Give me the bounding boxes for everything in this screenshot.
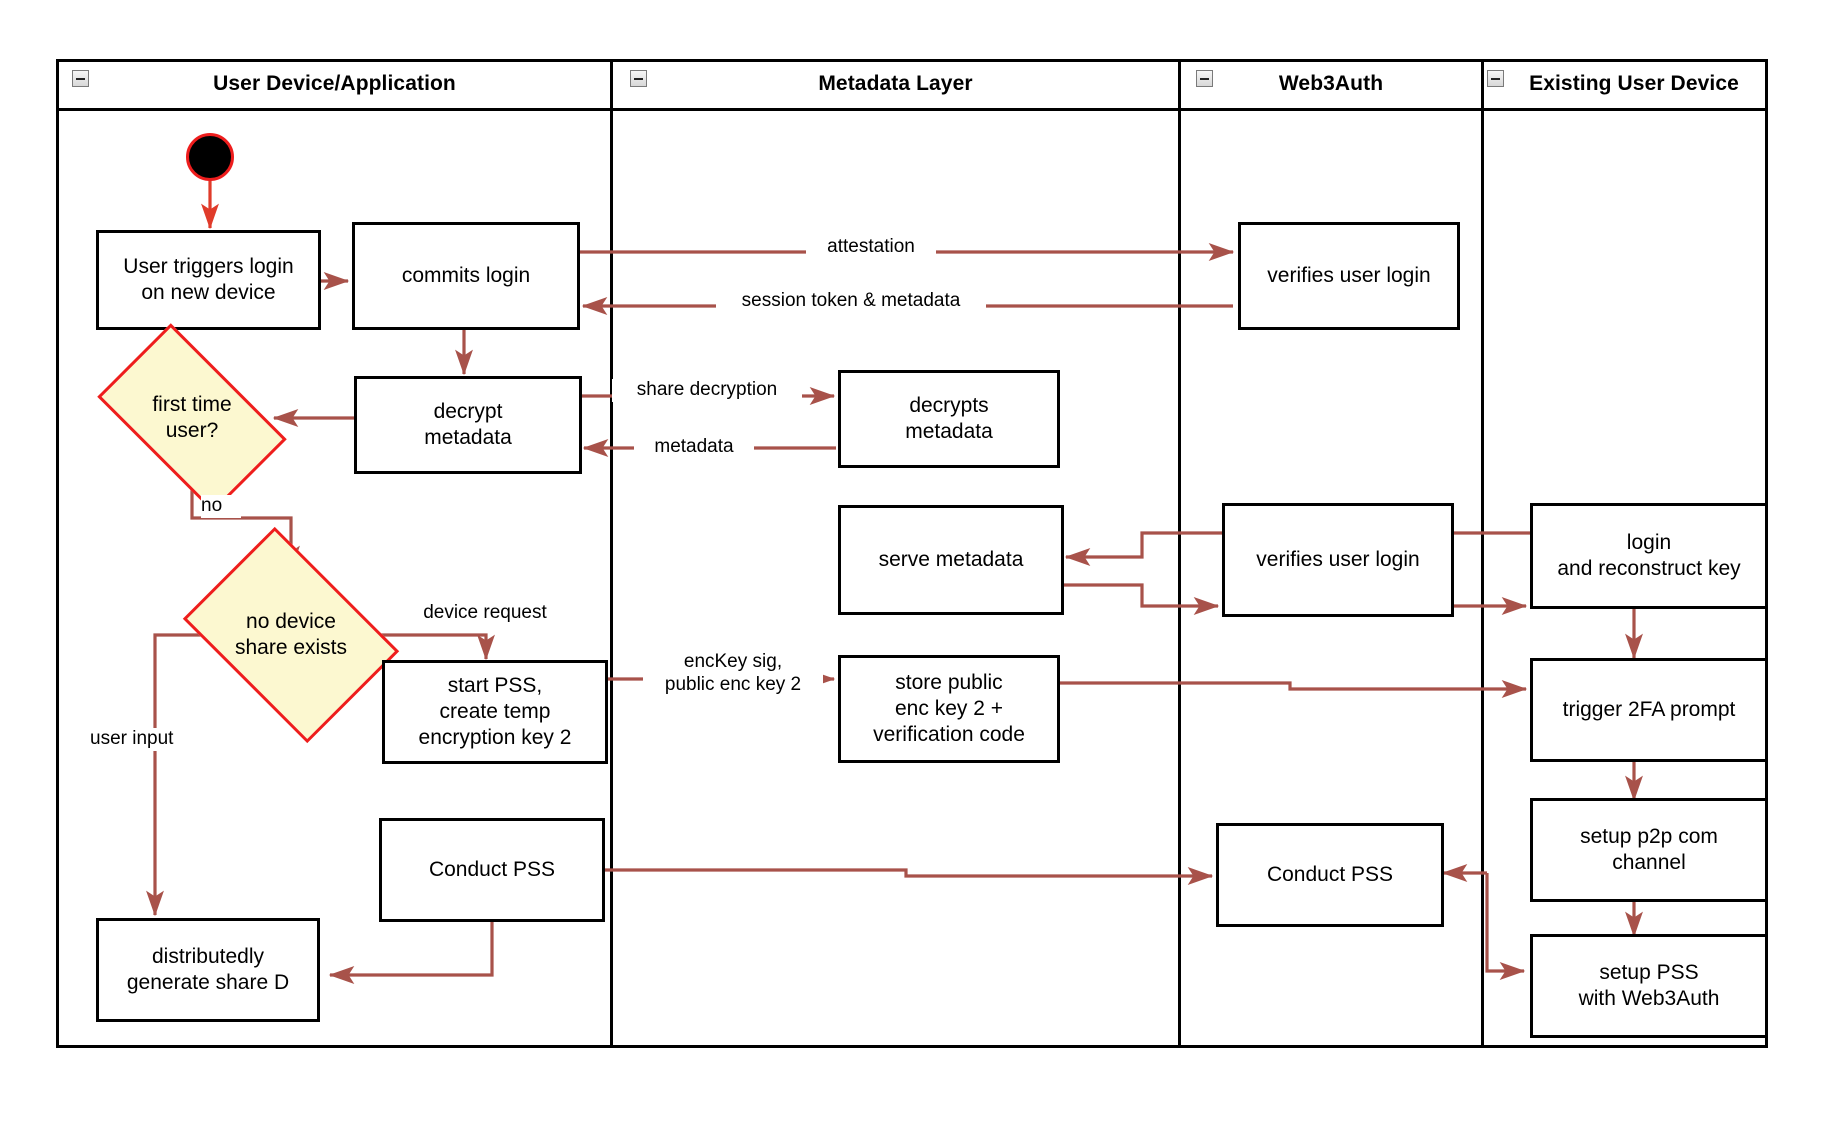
decision-first-time-user[interactable]: first time user?	[97, 323, 287, 513]
node-store-public-enc-key[interactable]: store public enc key 2 + verification co…	[838, 655, 1060, 763]
edge-label-metadata: metadata	[634, 436, 754, 459]
node-setup-pss-with-web3auth[interactable]: setup PSS with Web3Auth	[1530, 934, 1768, 1038]
node-decrypt-metadata[interactable]: decrypt metadata	[354, 376, 582, 474]
lane-divider-1	[610, 59, 613, 1048]
node-distributedly-generate-share-d[interactable]: distributedly generate share D	[96, 918, 320, 1022]
node-start-pss-create-temp-key[interactable]: start PSS, create temp encryption key 2	[382, 660, 608, 764]
node-conduct-pss-web3auth[interactable]: Conduct PSS	[1216, 823, 1444, 927]
lane-title-metadata-layer: Metadata Layer	[818, 72, 973, 95]
collapse-minus-icon-user-device[interactable]	[72, 70, 89, 87]
edge-label-enckey-sig: encKey sig, public enc key 2	[643, 651, 823, 697]
decision-no-device-share-exists[interactable]: no device share exists	[182, 526, 400, 744]
collapse-minus-icon-metadata-layer[interactable]	[630, 70, 647, 87]
swimlane-header-rule	[56, 108, 1768, 111]
node-verifies-user-login-2[interactable]: verifies user login	[1222, 503, 1454, 617]
edge-label-user-input: user input	[90, 728, 210, 751]
edge-label-share-decryption: share decryption	[612, 379, 802, 402]
node-trigger-2fa-prompt[interactable]: trigger 2FA prompt	[1530, 658, 1768, 762]
node-verifies-user-login-1[interactable]: verifies user login	[1238, 222, 1460, 330]
node-serve-metadata[interactable]: serve metadata	[838, 505, 1064, 615]
lane-divider-3	[1481, 59, 1484, 1048]
start-node	[186, 133, 234, 181]
decision-no-device-share-exists-label: no device share exists	[234, 609, 348, 659]
node-setup-p2p-com-channel[interactable]: setup p2p com channel	[1530, 798, 1768, 902]
edge-label-no: no	[201, 495, 241, 518]
decision-first-time-user-label: first time user?	[152, 392, 232, 442]
lane-title-web3auth: Web3Auth	[1278, 72, 1384, 95]
lane-title-existing-user-device: Existing User Device	[1529, 72, 1739, 95]
edge-label-device-request: device request	[395, 602, 575, 625]
edge-label-attestation: attestation	[806, 236, 936, 259]
lane-title-user-device: User Device/Application	[213, 72, 456, 95]
collapse-minus-icon-web3auth[interactable]	[1196, 70, 1213, 87]
node-commits-login[interactable]: commits login	[352, 222, 580, 330]
lane-divider-2	[1178, 59, 1181, 1048]
node-login-and-reconstruct-key[interactable]: login and reconstruct key	[1530, 503, 1768, 609]
node-user-triggers-login[interactable]: User triggers login on new device	[96, 230, 321, 330]
node-conduct-pss-user[interactable]: Conduct PSS	[379, 818, 605, 922]
edge-label-session-token: session token & metadata	[716, 290, 986, 313]
collapse-minus-icon-existing-user-device[interactable]	[1487, 70, 1504, 87]
node-decrypts-metadata[interactable]: decrypts metadata	[838, 370, 1060, 468]
